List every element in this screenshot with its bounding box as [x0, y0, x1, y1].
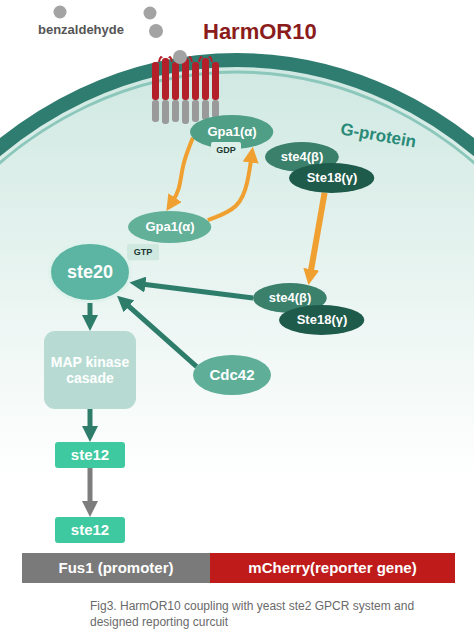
node-outline: [279, 305, 364, 335]
receptor-helix: [182, 58, 189, 100]
node-text: ste20: [67, 262, 113, 283]
receptor-helix-lower: [192, 100, 199, 122]
receptor-helix: [202, 58, 209, 100]
g-gamma-oval: Ste18(γ): [289, 163, 374, 193]
node-outline: [55, 442, 125, 468]
figure-caption: Fig3. HarmOR10 coupling with yeast ste2 …: [90, 598, 426, 630]
node-outline: [50, 243, 131, 302]
transcription-factor-box: ste12: [55, 442, 125, 468]
node-text: ste12: [71, 521, 109, 538]
arrow-connector: [171, 138, 193, 205]
node-text: Ste18(γ): [307, 171, 358, 186]
arrow-connector: [88, 303, 93, 323]
arrow-connector: [208, 155, 252, 221]
receptor-name: HarmOR10: [203, 19, 317, 45]
promoter-bar: Fus1 (promoter): [22, 553, 210, 583]
ligand-molecule: [149, 24, 163, 38]
ligand-molecule: [173, 50, 187, 64]
g-gamma-oval: Ste18(γ): [279, 305, 364, 335]
node-text: ste4(β): [269, 291, 312, 306]
receptor-helix-lower: [172, 100, 179, 122]
gtp-tag: GTP: [127, 244, 159, 260]
node-outline: [55, 517, 125, 543]
receptor-helix: [172, 62, 179, 100]
receptor-helix-lower: [202, 100, 209, 120]
node-outline: [289, 163, 374, 193]
node-text: Gpa1(α): [145, 220, 194, 235]
receptor-helix: [152, 62, 159, 100]
node-outline: [22, 553, 210, 583]
receptor-helix-lower: [212, 100, 219, 118]
receptor-helix: [162, 58, 169, 100]
node-text: ste12: [71, 446, 109, 463]
arrow-connector: [88, 468, 93, 509]
ligand-molecule: [144, 7, 157, 20]
node-outline: [127, 244, 159, 260]
gtpase-oval: Cdc42: [193, 355, 271, 395]
node-outline: [210, 553, 455, 583]
node-text: ste4(β): [281, 150, 324, 165]
gdp-tag: GDP: [211, 142, 241, 158]
node-text: GTP: [134, 247, 153, 257]
cascade-box: MAP kinase casade: [44, 331, 136, 409]
receptor-helix-lower: [152, 100, 159, 122]
node-outline: [128, 211, 211, 243]
receptor-symbol: [152, 57, 219, 124]
node-outline: [44, 331, 136, 409]
node-outline: [193, 355, 271, 395]
kinase-oval: ste20: [48, 241, 132, 303]
reporter-gene-bar: mCherry(reporter gene): [210, 553, 455, 583]
node-text: Ste18(γ): [297, 313, 348, 328]
receptor-helix: [212, 62, 219, 100]
node-text: mCherry(reporter gene): [248, 559, 416, 576]
cell-membrane: [0, 60, 474, 641]
node-text: GDP: [216, 145, 236, 155]
node-text: Cdc42: [209, 366, 254, 383]
receptor-helix: [192, 62, 199, 100]
ligand-molecule: [54, 6, 67, 19]
ligand-label: benzaldehyde: [38, 22, 124, 37]
node-text: Fus1 (promoter): [58, 559, 173, 576]
arrow-connector: [310, 193, 325, 277]
g-alpha-oval: Gpa1(α): [128, 211, 211, 243]
arrow-connector: [88, 409, 93, 434]
transcription-factor-box: ste12: [55, 517, 125, 543]
node-text: MAP kinase casade: [50, 354, 130, 386]
node-text: Gpa1(α): [207, 125, 256, 140]
node-outline: [211, 142, 241, 158]
membrane-inner-line: [0, 72, 474, 641]
receptor-helix-lower: [162, 100, 169, 124]
receptor-helix-lower: [182, 100, 189, 124]
arrow-connector: [137, 284, 253, 298]
